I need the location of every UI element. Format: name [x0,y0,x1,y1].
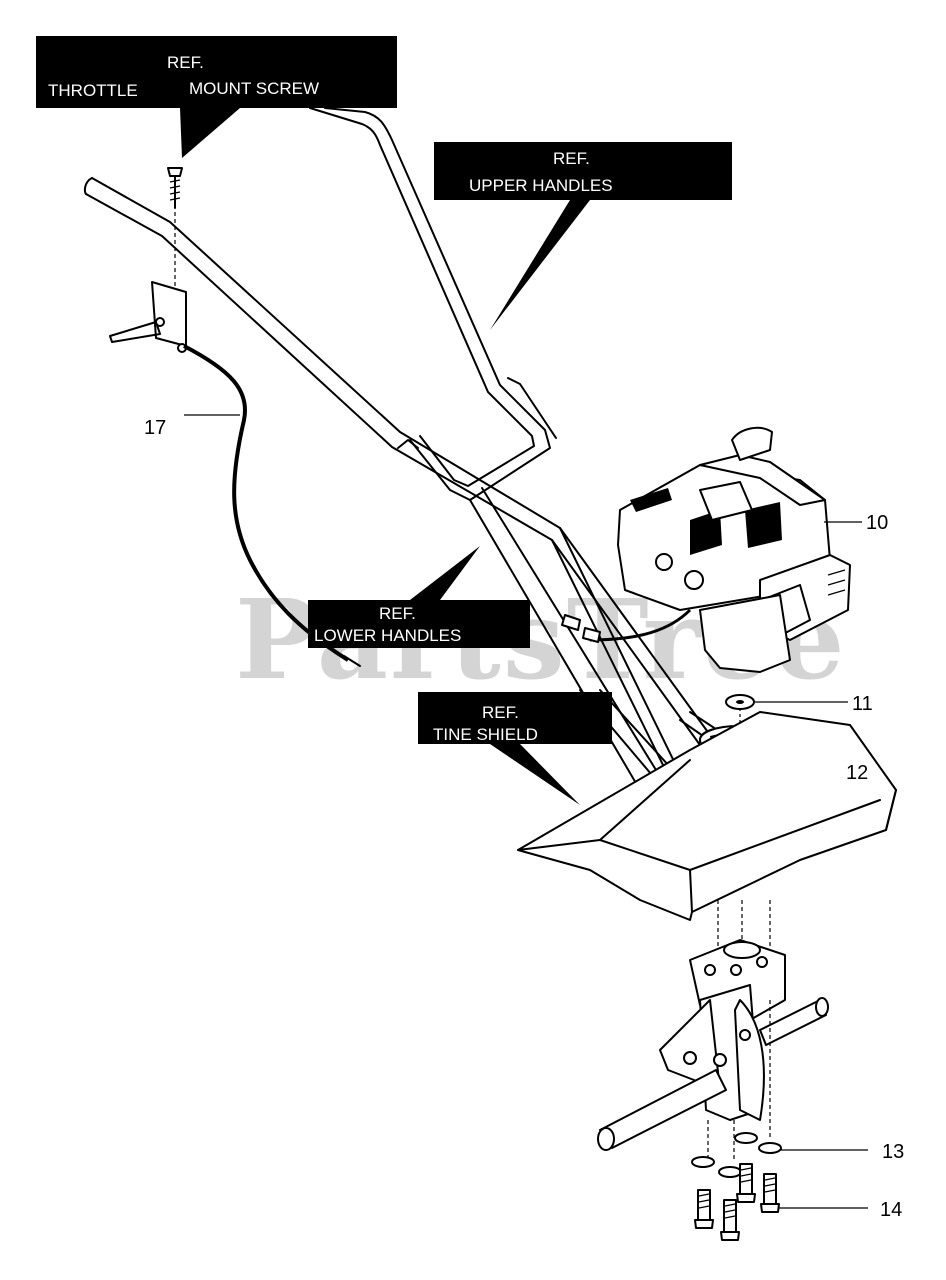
lower-handle-bar [83,177,711,841]
callout-upper-ref: REF. [553,149,590,168]
callout-upper-handles-label: UPPER HANDLES [469,176,613,195]
part-number-13: 13 [882,1141,904,1163]
upper-handle-bar [309,107,657,791]
engine [561,426,851,673]
callout-lower-handles: REF. LOWER HANDLES [308,546,530,648]
callout-throttle-label: THROTTLE [48,81,138,100]
part-number-12: 12 [846,762,868,784]
callout-tine-shield: REF. TINE SHIELD [418,692,612,805]
callout-throttle-mount-screw: REF. THROTTLE MOUNT SCREW [36,36,397,158]
tine-shield [517,711,897,921]
part-number-14: 14 [880,1199,902,1221]
part-number-17: 17 [144,417,166,439]
callout-tine-shield-label: TINE SHIELD [433,725,538,744]
throttle-assembly [109,167,361,667]
callout-lower-ref: REF. [379,604,416,623]
part-number-11: 11 [852,693,873,715]
callout-lower-handles-label: LOWER HANDLES [314,626,461,645]
callout-tine-ref: REF. [482,703,519,722]
washers-13 [691,1132,868,1178]
bolts-14 [694,1163,868,1241]
part-number-10: 10 [866,512,888,534]
callout-throttle-ref: REF. [167,53,204,72]
transmission [597,900,829,1160]
callout-mount-screw-label: MOUNT SCREW [189,79,319,98]
callout-upper-handles: REF. UPPER HANDLES [434,142,732,330]
